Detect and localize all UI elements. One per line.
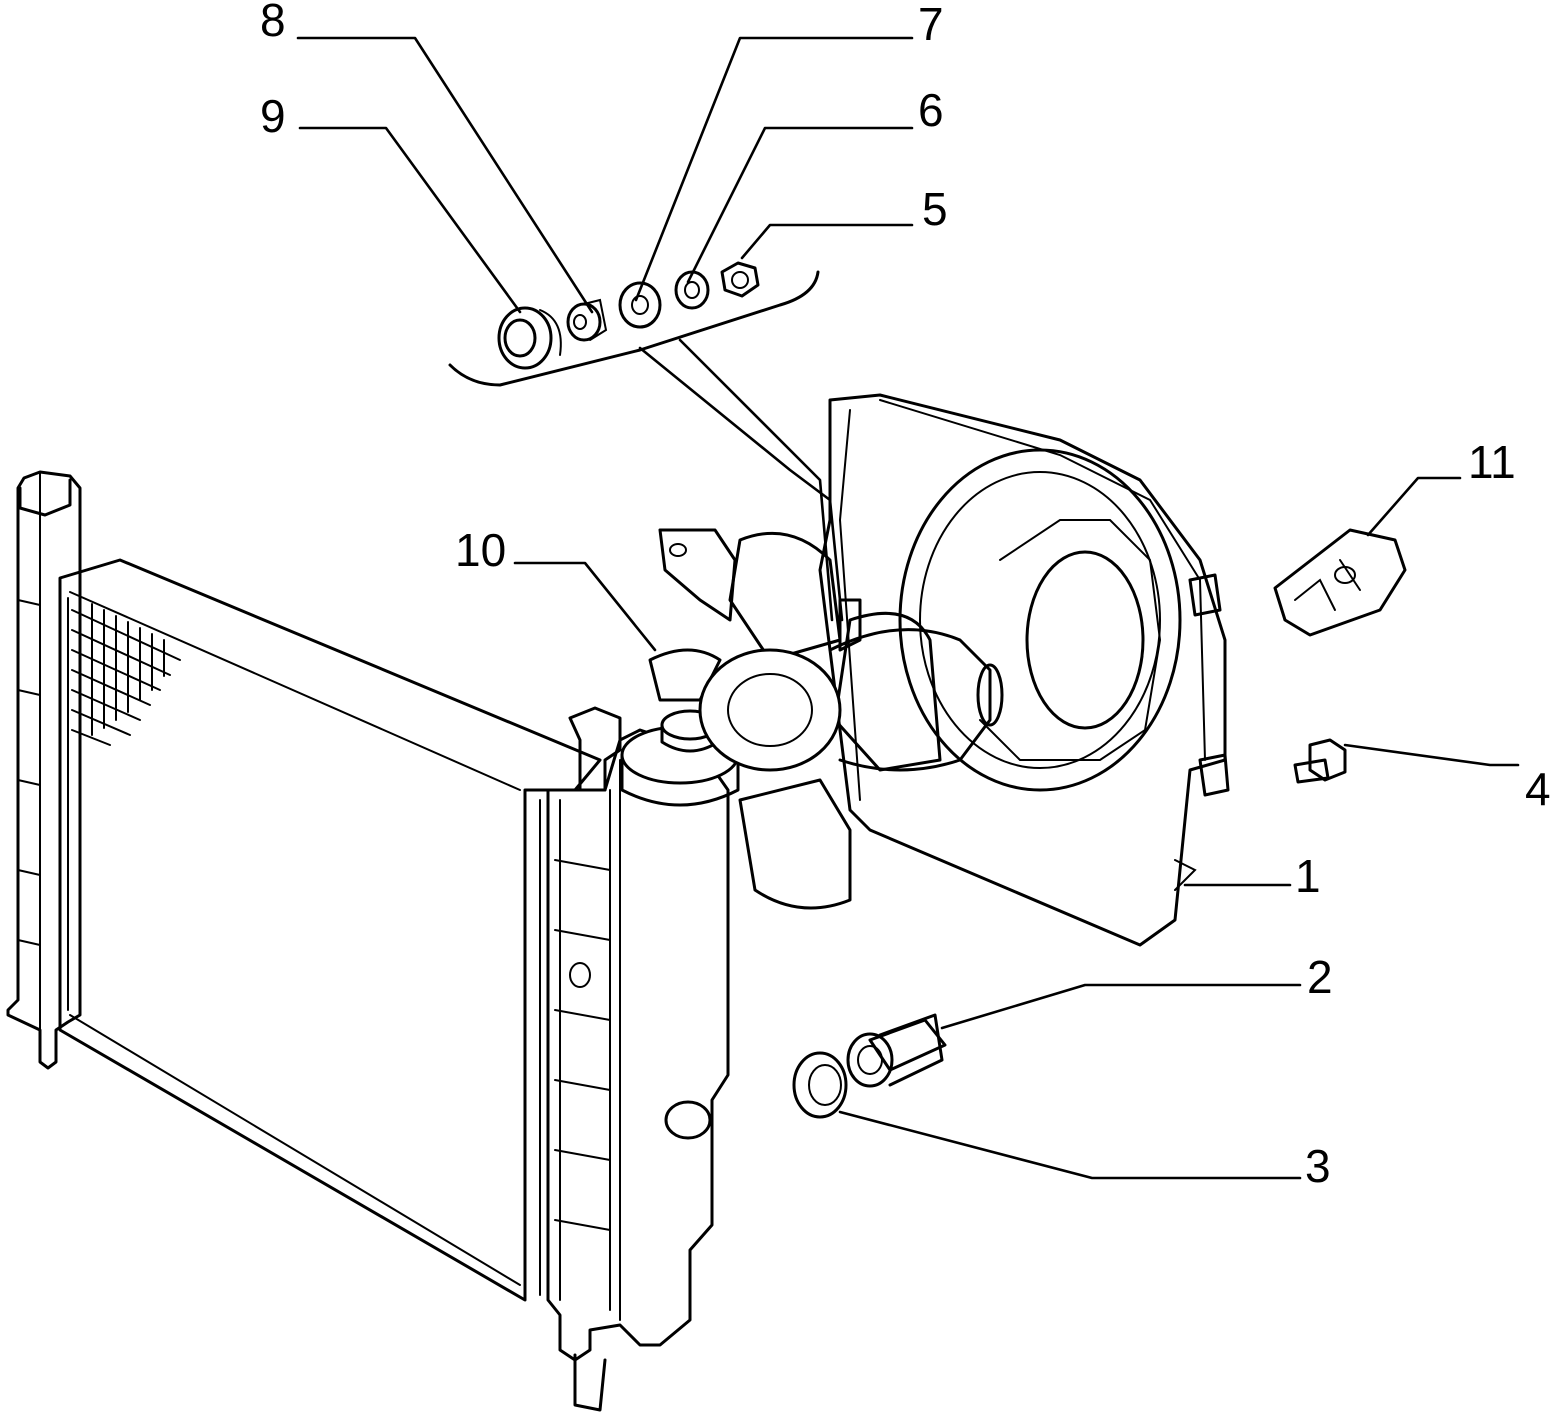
sealing-ring	[792, 1051, 848, 1119]
callout-6: 6	[918, 84, 944, 136]
rubber-mount	[1273, 528, 1407, 637]
leader-11	[1366, 476, 1462, 537]
screw	[1293, 738, 1347, 784]
radiator	[6, 470, 740, 1412]
leader-10	[513, 561, 657, 652]
mounting-hardware	[448, 261, 820, 387]
leader-5	[740, 223, 914, 260]
fan-and-motor	[648, 528, 1004, 910]
callout-3: 3	[1305, 1140, 1331, 1192]
callout-7: 7	[918, 0, 944, 50]
thermo-switch	[846, 1013, 947, 1088]
leader-lines	[296, 36, 1520, 1180]
callout-5: 5	[922, 183, 948, 235]
leader-9	[298, 126, 522, 314]
callout-9: 9	[260, 90, 286, 142]
callout-2: 2	[1307, 951, 1333, 1003]
leader-8	[296, 36, 594, 314]
callout-4: 4	[1525, 763, 1551, 815]
leader-2	[940, 983, 1302, 1030]
callout-10: 10	[455, 524, 506, 576]
leader-6	[686, 126, 914, 284]
leader-4	[1343, 743, 1520, 767]
callout-11: 11	[1468, 436, 1516, 488]
leader-3	[838, 1110, 1302, 1180]
fan-shroud	[818, 393, 1230, 947]
callout-8: 8	[260, 0, 286, 46]
callout-labels: 8 9 7 6 5 10 11 4 1 2 3	[260, 0, 1551, 1192]
callout-1: 1	[1295, 850, 1321, 902]
radiator-core-grid	[71, 599, 181, 746]
leader-7	[634, 36, 914, 302]
